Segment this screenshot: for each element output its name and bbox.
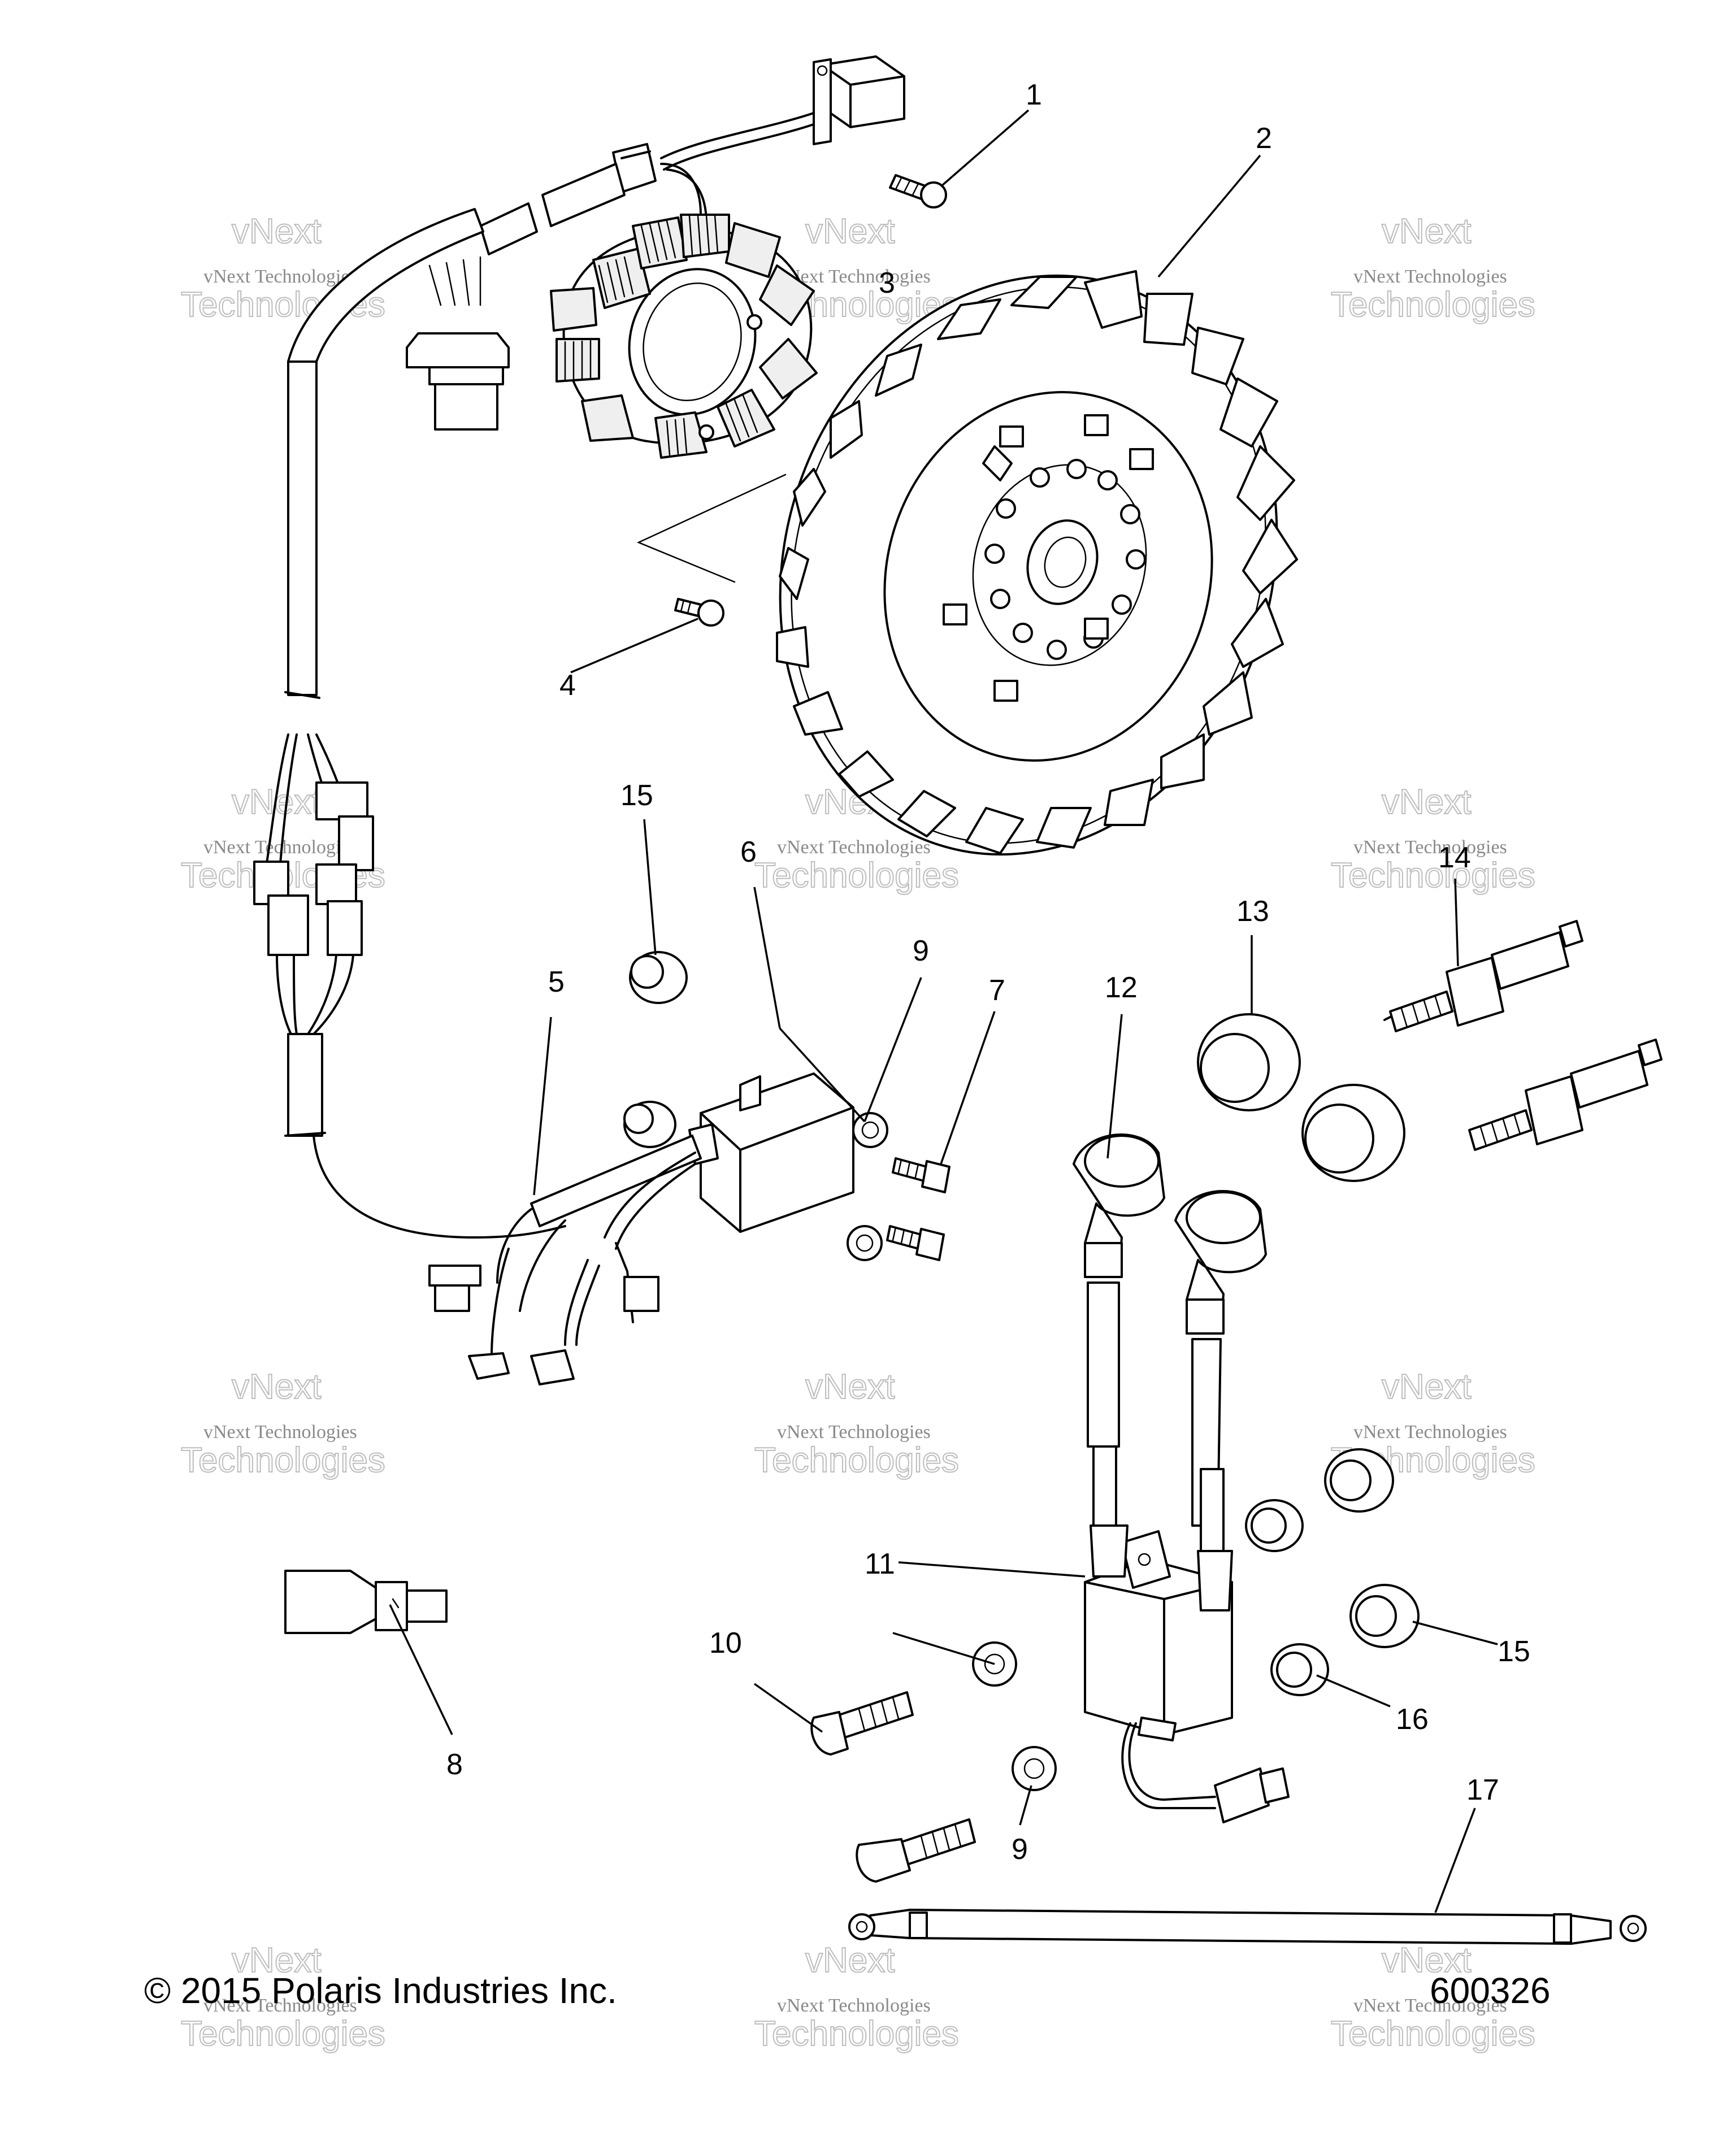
callout-14: 14	[1438, 841, 1471, 874]
callout-12: 12	[1105, 971, 1138, 1004]
watermark: vNext vNext Technologies Technologies	[180, 1940, 386, 2054]
callout-11: 11	[865, 1548, 895, 1580]
svg-text:vNext: vNext	[232, 212, 321, 251]
callout-15-upper: 15	[620, 779, 653, 812]
callout-15-lower: 15	[1498, 1635, 1530, 1668]
svg-text:vNext: vNext	[232, 1367, 321, 1406]
cdi-harness	[428, 1135, 702, 1385]
leader-lines	[389, 109, 1498, 1913]
svg-text:vNext Technologies: vNext Technologies	[777, 1422, 931, 1443]
washer-9-upper	[852, 1112, 888, 1148]
figure-number: 600326	[1430, 1970, 1551, 2011]
flywheel-fins	[776, 270, 1298, 854]
watermark: vNext vNext Technologies Technologies	[1330, 211, 1536, 325]
callout-17: 17	[1466, 1774, 1499, 1806]
cdi-module	[688, 1072, 854, 1233]
grommet-13-upper	[1197, 1013, 1301, 1111]
stator-harness	[253, 55, 905, 1239]
grommet-13-lower	[1301, 1084, 1405, 1182]
bolt-7-lower	[886, 1225, 945, 1261]
svg-text:vNext Technologies: vNext Technologies	[1353, 837, 1507, 858]
svg-text:vNext Technologies: vNext Technologies	[203, 1422, 357, 1443]
callout-1: 1	[1026, 79, 1042, 111]
watermark: vNext vNext Technologies Technologies	[180, 1367, 386, 1480]
svg-text:vNext: vNext	[1382, 783, 1471, 822]
callout-7: 7	[989, 974, 1005, 1007]
bolt-7-upper	[892, 1157, 951, 1193]
spark-plug-14-upper	[1383, 920, 1583, 1032]
ground-strap-17	[848, 1909, 1647, 1945]
callout-13: 13	[1236, 895, 1269, 928]
svg-text:Technologies: Technologies	[754, 856, 959, 895]
grommet-15-upper	[629, 951, 688, 1004]
svg-text:vNext: vNext	[1382, 1367, 1471, 1406]
callout-6: 6	[740, 836, 757, 868]
screw-1	[889, 174, 947, 208]
grommet-15-lower	[1349, 1584, 1420, 1648]
svg-text:vNext: vNext	[232, 1941, 321, 1980]
svg-text:vNext: vNext	[1382, 1941, 1471, 1980]
svg-text:vNext: vNext	[1382, 212, 1471, 251]
bolt-10-lower	[856, 1818, 976, 1883]
plug-cap-12-left	[1073, 1133, 1165, 1448]
callout-9-upper: 9	[913, 935, 929, 967]
stator	[550, 214, 818, 583]
grommet-16	[1270, 1643, 1329, 1696]
svg-text:vNext Technologies: vNext Technologies	[1353, 266, 1507, 287]
spark-plug-14-lower	[1468, 1039, 1663, 1151]
screw-4	[674, 598, 724, 627]
callout-5: 5	[548, 966, 565, 998]
svg-text:vNext Technologies: vNext Technologies	[777, 837, 931, 858]
washer-9-coil-lower	[1012, 1746, 1057, 1791]
svg-text:Technologies: Technologies	[181, 1441, 385, 1480]
grommet-upper-right	[1324, 1448, 1394, 1513]
callouts: 1 2 3 4 5 6 7 8 9 9 10 11 12 13 14 15 15…	[446, 79, 1530, 1866]
svg-text:Technologies: Technologies	[1331, 856, 1535, 895]
grommet-mid-right	[1245, 1499, 1304, 1552]
watermark: vNext vNext Technologies Technologies	[754, 1367, 960, 1480]
svg-text:vNext Technologies: vNext Technologies	[1353, 1995, 1507, 2016]
bolt-10-upper	[810, 1691, 914, 1756]
svg-text:vNext: vNext	[805, 1367, 895, 1406]
callout-8: 8	[446, 1748, 463, 1781]
svg-text:Technologies: Technologies	[1331, 285, 1535, 324]
svg-text:vNext: vNext	[805, 212, 895, 251]
svg-text:vNext Technologies: vNext Technologies	[203, 1995, 357, 2016]
ignition-coil	[1084, 1445, 1290, 1823]
watermark: vNext vNext Technologies Technologies	[754, 1940, 960, 2054]
svg-text:vNext: vNext	[805, 1941, 895, 1980]
callout-9-lower: 9	[1012, 1833, 1028, 1866]
callout-10: 10	[709, 1627, 742, 1660]
watermark: vNext vNext Technologies Technologies	[1330, 1940, 1536, 2054]
connector-8	[284, 1570, 448, 1634]
svg-text:Technologies: Technologies	[754, 2014, 959, 2053]
flywheel	[776, 270, 1298, 856]
callout-16: 16	[1396, 1703, 1429, 1736]
washer-9-mid	[847, 1225, 883, 1261]
callout-2: 2	[1256, 122, 1272, 155]
svg-text:vNext Technologies: vNext Technologies	[1353, 1422, 1507, 1443]
watermark: vNext vNext Technologies Technologies	[1330, 782, 1536, 896]
svg-text:Technologies: Technologies	[1331, 2014, 1535, 2053]
grommet-6-mount	[623, 1101, 676, 1148]
svg-text:vNext Technologies: vNext Technologies	[777, 1995, 931, 2016]
callout-3: 3	[879, 267, 895, 299]
svg-text:vNext Technologies: vNext Technologies	[203, 266, 357, 287]
svg-text:Technologies: Technologies	[181, 2014, 385, 2053]
copyright-text: © 2015 Polaris Industries Inc.	[144, 1970, 617, 2011]
svg-text:Technologies: Technologies	[754, 1441, 959, 1480]
callout-4: 4	[559, 669, 576, 702]
